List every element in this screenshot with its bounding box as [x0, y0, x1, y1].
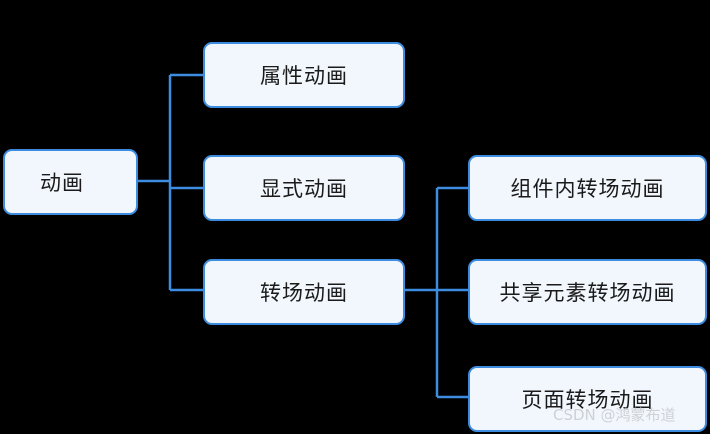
node-shared-element-transition[interactable]: 共享元素转场动画 [468, 259, 707, 325]
node-transition-animation[interactable]: 转场动画 [203, 259, 405, 325]
node-label: 属性动画 [260, 64, 348, 88]
node-explicit-animation[interactable]: 显式动画 [203, 155, 405, 221]
node-label: 显式动画 [260, 177, 348, 201]
node-property-animation[interactable]: 属性动画 [203, 42, 405, 108]
node-root-label: 动画 [40, 171, 84, 195]
node-page-transition[interactable]: 页面转场动画 [468, 366, 707, 432]
node-label: 组件内转场动画 [510, 177, 665, 201]
node-label: 共享元素转场动画 [499, 281, 676, 305]
node-intra-component-transition[interactable]: 组件内转场动画 [468, 155, 707, 221]
node-label: 页面转场动画 [521, 388, 654, 412]
node-root-animation[interactable]: 动画 [3, 149, 138, 215]
node-label: 转场动画 [260, 281, 348, 305]
